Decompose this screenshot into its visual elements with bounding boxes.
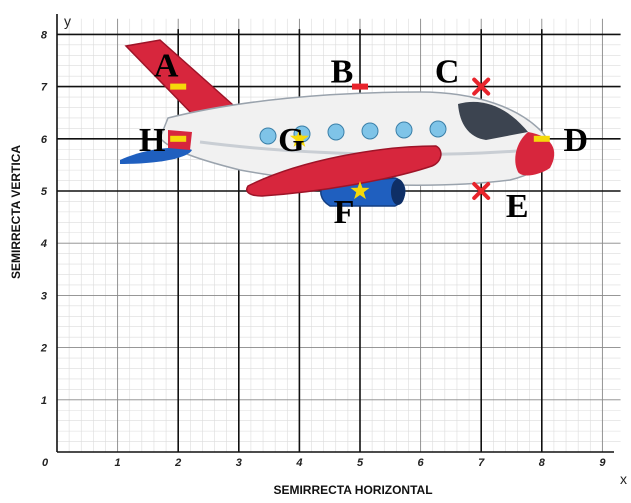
passenger-windows xyxy=(259,120,447,145)
point-marker xyxy=(472,182,491,200)
airplane-icon xyxy=(120,39,555,207)
minor-grid xyxy=(57,18,621,452)
point-marker xyxy=(472,77,491,96)
y-tick-labels: 1 2 3 4 5 6 7 8 xyxy=(40,29,48,406)
x-axis-title: SEMIRRECTA HORIZONTAL xyxy=(273,483,432,497)
y-tick-label: 1 xyxy=(41,395,47,407)
x-tick-label: 9 xyxy=(599,457,606,469)
y-tick-label: 4 xyxy=(40,238,47,250)
point-marker xyxy=(170,135,187,142)
x-tick-label: 4 xyxy=(295,457,302,469)
point-label-a: A xyxy=(154,48,179,85)
point-marker xyxy=(289,128,309,147)
rear-stabilizer xyxy=(120,147,192,164)
point-label-c: C xyxy=(435,54,460,91)
x-tick-label: 6 xyxy=(418,457,425,469)
x-tick-label: 0 xyxy=(42,457,49,469)
y-tick-label: 3 xyxy=(41,290,47,302)
x-tick-labels: 0 1 2 3 4 5 6 7 8 9 xyxy=(42,457,606,469)
x-axis-name: x xyxy=(620,471,627,487)
point-marker xyxy=(533,135,550,142)
main-wing xyxy=(246,145,442,197)
point-marker xyxy=(350,181,370,200)
y-tick-label: 7 xyxy=(41,82,48,94)
point-label-b: B xyxy=(331,54,354,91)
y-tick-label: 8 xyxy=(41,29,48,41)
engine-intake xyxy=(391,179,405,205)
x-tick-label: 1 xyxy=(115,457,121,469)
point-label-d: D xyxy=(564,122,589,159)
x-tick-label: 2 xyxy=(174,457,181,469)
nose-cone xyxy=(515,132,555,176)
point-marker xyxy=(170,83,187,90)
cockpit-window xyxy=(458,101,528,140)
major-grid xyxy=(57,18,621,452)
point-label-g: G xyxy=(278,122,304,159)
point-markers xyxy=(170,77,550,200)
y-tick-label: 6 xyxy=(41,134,48,146)
point-label-e: E xyxy=(506,188,529,225)
x-tick-label: 5 xyxy=(357,457,364,469)
point-labels: A B C DE FG H xyxy=(139,48,588,231)
x-tick-label: 3 xyxy=(236,457,242,469)
x-tick-label: 7 xyxy=(478,457,485,469)
point-marker xyxy=(352,83,368,90)
tail-fin xyxy=(124,39,244,119)
point-label-f: F xyxy=(334,194,355,231)
point-label-h: H xyxy=(139,122,165,159)
y-axis-title: SEMIRRECTA VERTICA xyxy=(9,145,23,279)
x-tick-label: 8 xyxy=(539,457,546,469)
y-tick-label: 5 xyxy=(41,186,48,198)
y-axis-name: y xyxy=(64,13,71,29)
y-tick-label: 2 xyxy=(40,343,47,355)
